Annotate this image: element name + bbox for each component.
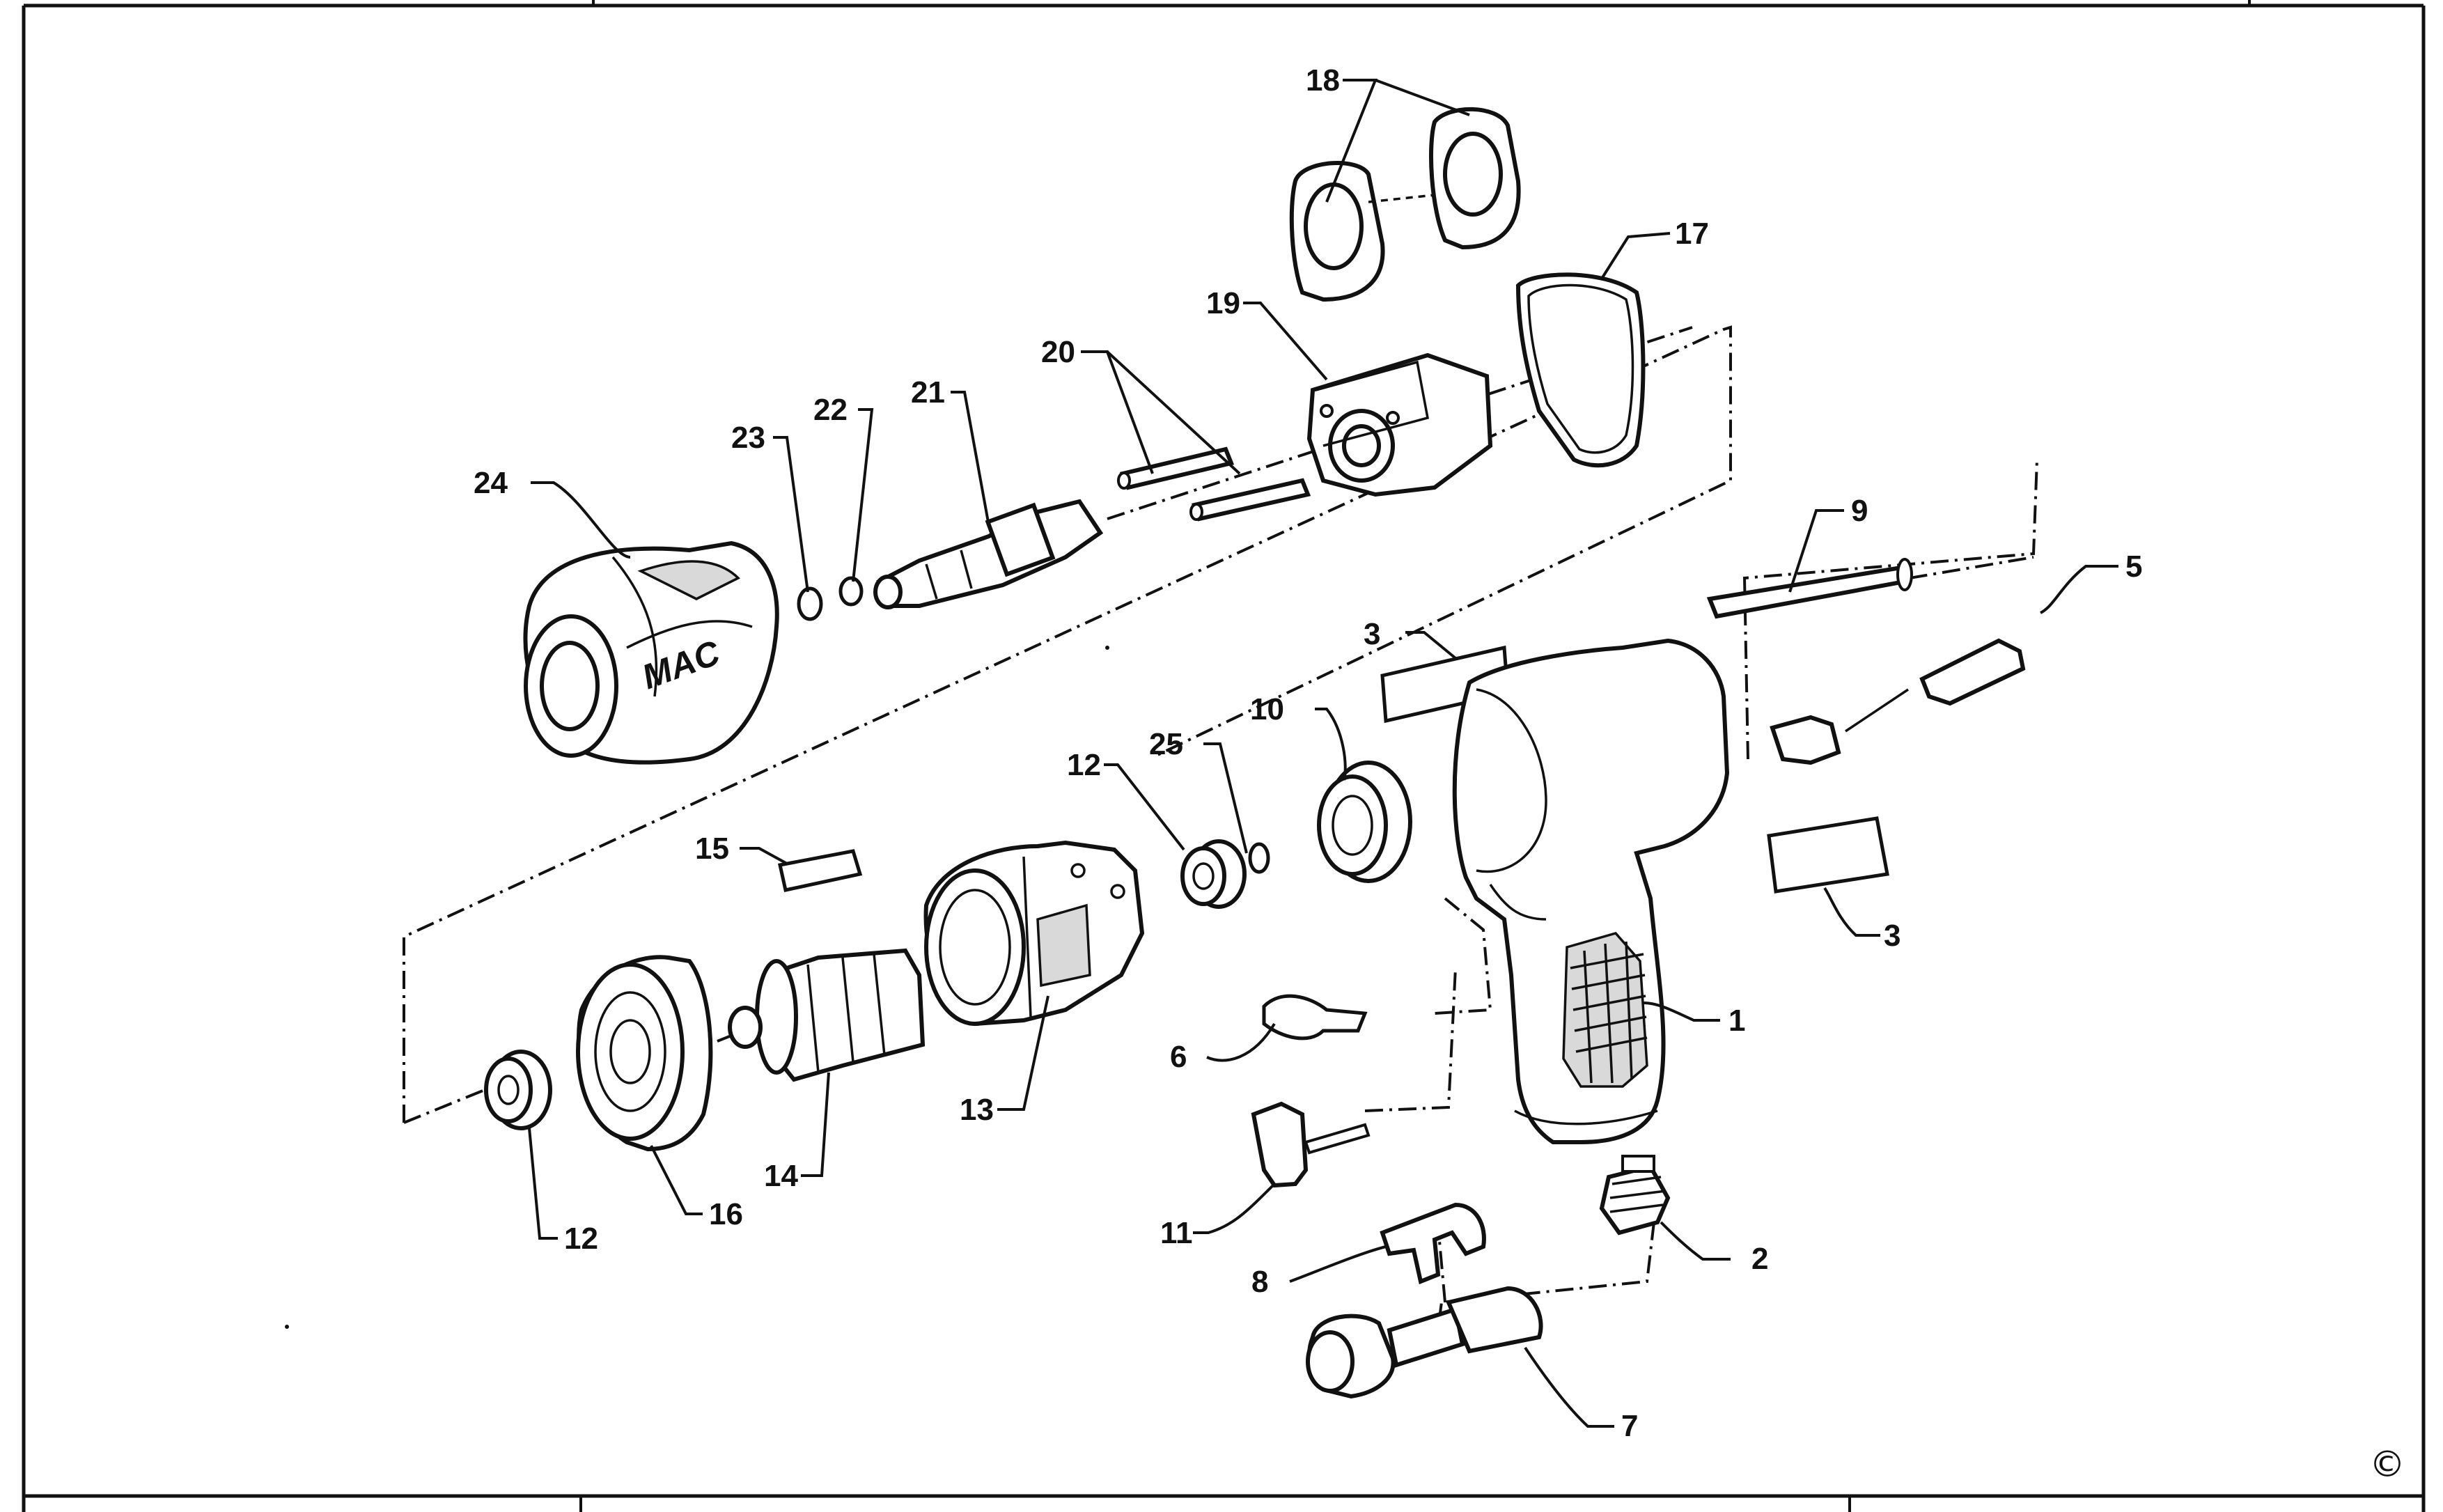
part-6-trigger-clip <box>1262 994 1368 1041</box>
part-number-labels: 1 2 3 3 5 6 7 8 9 10 11 12 12 13 14 15 1… <box>474 63 2142 1443</box>
label-19: 19 <box>1206 286 1240 320</box>
label-24: 24 <box>474 466 508 500</box>
part-11-trigger <box>1251 1101 1371 1188</box>
speck <box>285 1325 289 1329</box>
part-1-main-housing <box>1452 638 1730 1144</box>
sheet-frame <box>22 0 2426 1512</box>
label-7: 7 <box>1621 1409 1638 1443</box>
part-7-air-inlet <box>1306 1286 1543 1399</box>
part-17-gasket <box>1515 272 1646 468</box>
part-13-cylinder <box>923 840 1145 1027</box>
label-8: 8 <box>1251 1265 1268 1299</box>
speck <box>1105 646 1109 650</box>
label-1: 1 <box>1728 1004 1745 1038</box>
label-17: 17 <box>1675 217 1709 251</box>
copyright-mark: © <box>2369 1444 2405 1486</box>
label-5: 5 <box>2125 550 2142 584</box>
part-20-pins <box>1117 446 1311 522</box>
label-14: 14 <box>764 1159 798 1193</box>
label-11: 11 <box>1160 1216 1193 1250</box>
part-21-anvil <box>873 499 1104 609</box>
label-21: 21 <box>911 375 945 410</box>
part-24-front-housing: MAC <box>523 540 779 765</box>
part-10-end-plate <box>1317 761 1412 883</box>
label-18: 18 <box>1306 63 1340 98</box>
part-14-rotor <box>728 948 926 1082</box>
part-19-hammer-cage <box>1306 352 1493 497</box>
part-2-air-regulator <box>1599 1155 1671 1236</box>
part-15-rotor-blade <box>778 849 863 892</box>
label-6: 6 <box>1170 1040 1187 1074</box>
leader-lines <box>528 79 2118 1428</box>
part-12-bearing-lower <box>484 1050 552 1130</box>
label-9: 9 <box>1851 494 1868 528</box>
part-9-housing-bolt <box>1706 558 1913 619</box>
label-20: 20 <box>1041 335 1075 369</box>
label-10: 10 <box>1250 692 1284 726</box>
part-22-o-ring <box>838 576 864 607</box>
label-23: 23 <box>731 421 765 455</box>
part-18-hammers <box>1289 107 1521 302</box>
label-22: 22 <box>813 393 848 427</box>
label-15: 15 <box>695 832 729 866</box>
part-23-retaining-ring <box>797 586 823 621</box>
part-8-bracket <box>1380 1202 1486 1285</box>
label-25: 25 <box>1149 727 1183 761</box>
label-12-lower: 12 <box>564 1222 598 1256</box>
label-3-upper: 3 <box>1364 617 1380 651</box>
label-16: 16 <box>709 1197 743 1231</box>
label-3-lower: 3 <box>1884 919 1900 953</box>
part-25-ring <box>1248 842 1270 874</box>
part-12-bearing-upper <box>1180 839 1247 909</box>
part-3-labels <box>1380 645 1889 894</box>
label-13: 13 <box>960 1093 994 1127</box>
label-2: 2 <box>1751 1242 1768 1276</box>
part-16-front-end-plate <box>576 955 713 1152</box>
part-5-valve-assembly <box>1770 638 2026 765</box>
label-12-upper: 12 <box>1067 748 1101 782</box>
